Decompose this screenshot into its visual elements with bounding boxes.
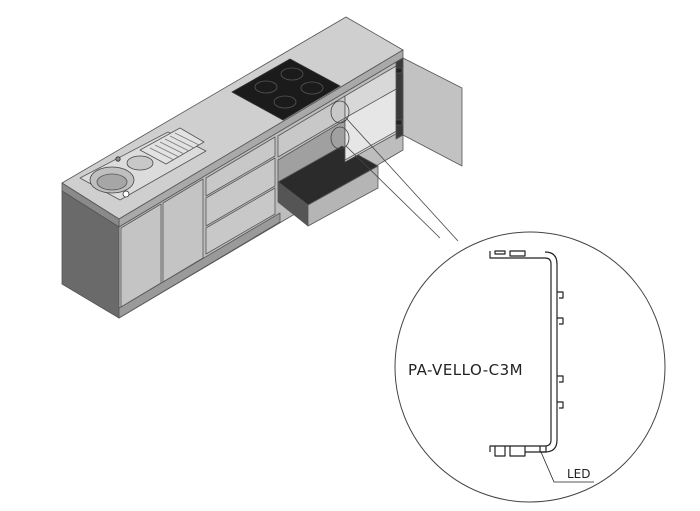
drawer-front-1	[205, 136, 276, 197]
aluminium-profile	[489, 250, 564, 457]
drawer-front-3	[205, 187, 276, 255]
leader-line-1	[345, 117, 459, 242]
cabinet-plinth	[118, 212, 281, 319]
hob-burner-1	[254, 80, 278, 94]
sink-bowl-inner	[96, 173, 128, 191]
tap-hole	[115, 156, 121, 162]
detail-marker-upper	[330, 100, 350, 124]
door-hinge-bottom	[395, 119, 403, 126]
hob-burner-2	[280, 67, 304, 81]
sink-drain	[122, 190, 130, 198]
profile-label: PA-VELLO-C3M	[408, 361, 523, 379]
hob-burners	[254, 67, 324, 109]
led-leader-line	[540, 451, 594, 483]
detail-callout: PA-VELLO-C3M LED	[330, 100, 666, 503]
detail-marker-lower	[330, 126, 350, 150]
hob-burner-4	[300, 81, 324, 95]
sink-drainboard	[139, 127, 205, 165]
door-open-right-edge	[395, 57, 404, 140]
door-hinge-top	[395, 67, 403, 74]
drawer-front-2	[205, 157, 276, 227]
drainboard-grooves	[149, 132, 200, 161]
sink	[79, 127, 207, 201]
hob-burner-3	[273, 95, 297, 109]
sink-second-bowl	[126, 155, 154, 171]
detail-circle	[394, 231, 666, 503]
led-label: LED	[567, 467, 591, 481]
door-left-1	[120, 203, 162, 308]
drawer-open-front	[307, 165, 379, 227]
door-open-right	[402, 57, 463, 167]
door-left-2	[162, 178, 204, 283]
leader-line-2	[345, 145, 441, 239]
hob	[231, 58, 341, 121]
kitchen-unit	[61, 16, 463, 319]
